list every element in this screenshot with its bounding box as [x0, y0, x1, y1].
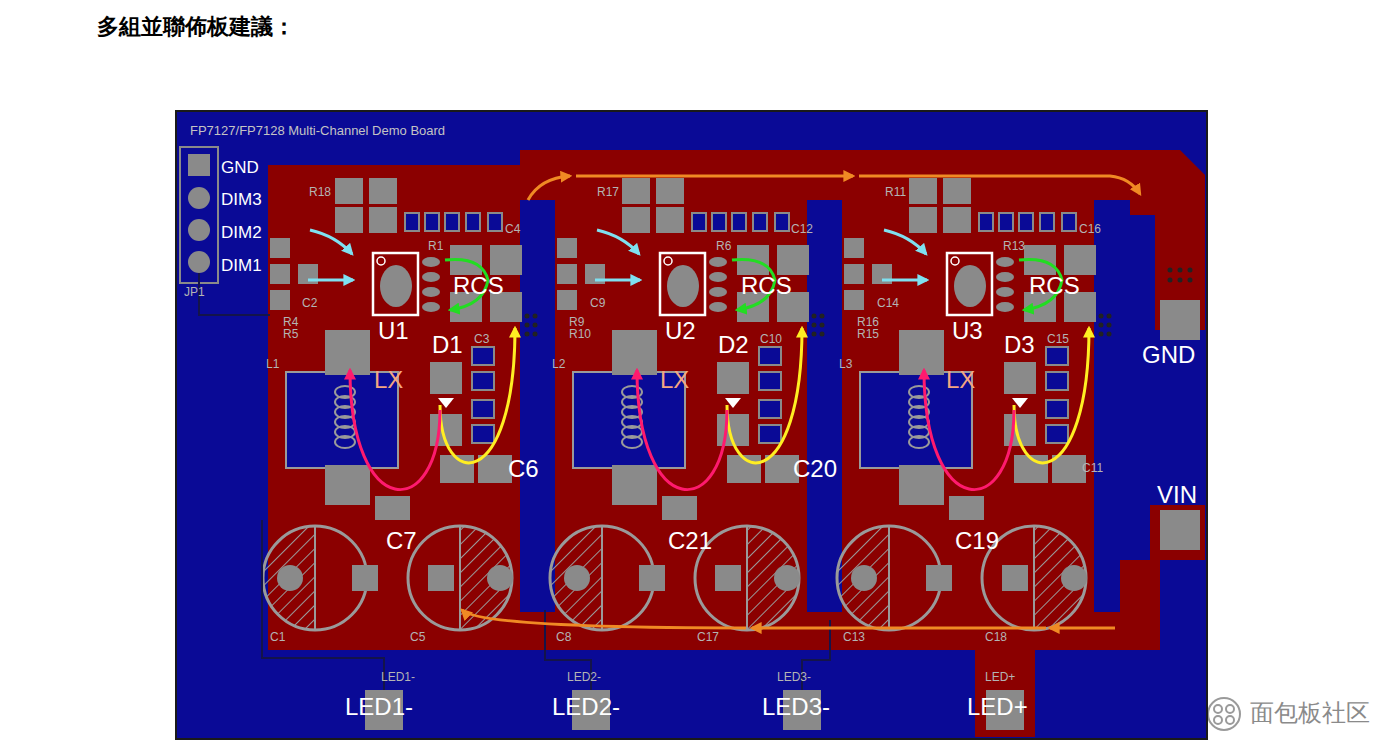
watermark-icon	[1208, 698, 1240, 730]
silkscreen-label: LED1-	[381, 671, 415, 685]
via-group	[1168, 268, 1193, 283]
component-label: C7	[386, 527, 417, 555]
silkscreen-label: R6	[716, 240, 731, 254]
demo-board: FP7127/FP7128 Multi-Channel Demo Board	[175, 110, 1208, 740]
board-title: FP7127/FP7128 Multi-Channel Demo Board	[190, 123, 445, 138]
vin-pad	[1160, 510, 1200, 550]
component-label: C21	[668, 527, 712, 555]
silkscreen-label: C1	[270, 631, 285, 645]
silkscreen-label: C15	[1047, 333, 1069, 347]
channel-2	[550, 178, 825, 650]
component-label: D2	[718, 331, 749, 359]
silkscreen-label: R13	[1003, 240, 1025, 254]
silkscreen-label: R10	[569, 328, 591, 342]
silkscreen-label: C5	[410, 631, 425, 645]
silkscreen-label: R17	[597, 186, 619, 200]
component-label: D1	[432, 331, 463, 359]
silkscreen-label: C18	[985, 631, 1007, 645]
pin-label: DIM3	[221, 190, 262, 210]
silkscreen-label: LED3-	[777, 671, 811, 685]
component-label: U2	[665, 317, 696, 345]
component-label: C19	[955, 527, 999, 555]
watermark: 面包板社区	[1250, 700, 1370, 728]
component-label: C6	[508, 455, 539, 483]
channel-3	[837, 178, 1112, 650]
silkscreen-label: C13	[843, 631, 865, 645]
silkscreen-label: R5	[283, 328, 298, 342]
silkscreen-label: C4	[505, 223, 520, 237]
silkscreen-label: LED2-	[567, 671, 601, 685]
component-label: RCS	[453, 272, 504, 300]
led-connectors	[262, 520, 1024, 730]
silkscreen-label: C14	[877, 297, 899, 311]
silkscreen-label: C17	[697, 631, 719, 645]
silkscreen-label: L3	[839, 358, 852, 372]
silkscreen-label: C9	[590, 297, 605, 311]
silkscreen-label: L1	[266, 358, 279, 372]
component-label: U1	[378, 317, 409, 345]
silkscreen-label: C10	[760, 333, 782, 347]
pin-label: GND	[221, 158, 259, 178]
pin-label: DIM2	[221, 223, 262, 243]
header-jp1	[180, 147, 270, 315]
component-label: RCS	[1029, 272, 1080, 300]
node-label: LX	[374, 366, 403, 394]
component-label: VIN	[1157, 481, 1197, 509]
channel-1	[263, 178, 538, 650]
silkscreen-label: R11	[885, 186, 906, 200]
component-label: RCS	[741, 272, 792, 300]
silkscreen-label: C3	[474, 333, 489, 347]
silkscreen-label: C12	[791, 223, 813, 237]
component-label: LED+	[967, 693, 1028, 721]
component-label: LED1-	[345, 693, 413, 721]
page-title: 多組並聯佈板建議：	[97, 12, 295, 42]
component-label: U3	[952, 317, 983, 345]
node-label: LX	[660, 366, 689, 394]
component-label: D3	[1004, 331, 1035, 359]
silkscreen-label: C16	[1079, 223, 1101, 237]
flow-arrows	[462, 176, 1140, 628]
board-ground	[175, 110, 1208, 740]
gnd-pad	[1160, 300, 1200, 340]
silkscreen-label: R15	[857, 328, 879, 342]
component-label: LED2-	[552, 693, 620, 721]
silkscreen-label: LED+	[985, 671, 1015, 685]
silkscreen-label: L2	[552, 358, 565, 372]
component-label: LED3-	[762, 693, 830, 721]
node-label: LX	[946, 366, 975, 394]
component-label: GND	[1142, 341, 1195, 369]
silkscreen-label: C2	[302, 297, 317, 311]
silkscreen-label: R1	[428, 240, 443, 254]
silkscreen-label: JP1	[184, 286, 205, 300]
component-label: C20	[793, 455, 837, 483]
silkscreen-label: C8	[556, 631, 571, 645]
silkscreen-label: R18	[309, 186, 331, 200]
silkscreen-label: C11	[1082, 462, 1103, 476]
pin-label: DIM1	[221, 256, 262, 276]
